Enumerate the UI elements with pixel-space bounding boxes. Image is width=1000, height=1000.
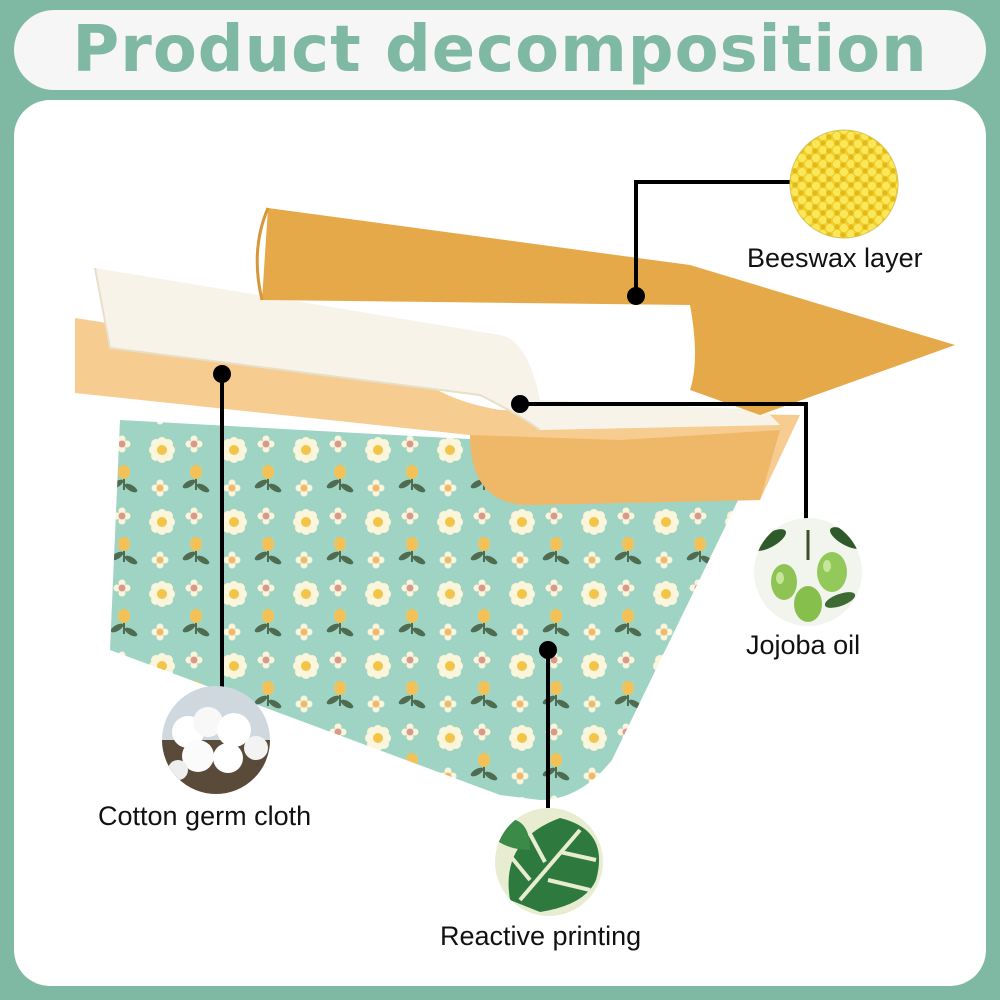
beeswax-pellets-icon bbox=[789, 129, 899, 239]
monstera-leaf-icon bbox=[495, 808, 603, 916]
reactive-printing-label: Reactive printing bbox=[440, 921, 642, 951]
page-title: Product decomposition bbox=[72, 13, 928, 87]
fabric-layer bbox=[110, 420, 760, 800]
cotton-germ-cloth-label: Cotton germ cloth bbox=[98, 801, 312, 831]
cotton-layer bbox=[95, 268, 780, 430]
beeswax-layer-label: Beeswax layer bbox=[747, 243, 923, 273]
jojoba-oil-label: Jojoba oil bbox=[746, 630, 861, 660]
cotton-boll-icon bbox=[162, 686, 270, 794]
jojoba-fruit-icon bbox=[754, 518, 862, 626]
title-banner: Product decomposition bbox=[14, 10, 986, 90]
upper-wax-layer bbox=[262, 208, 955, 415]
